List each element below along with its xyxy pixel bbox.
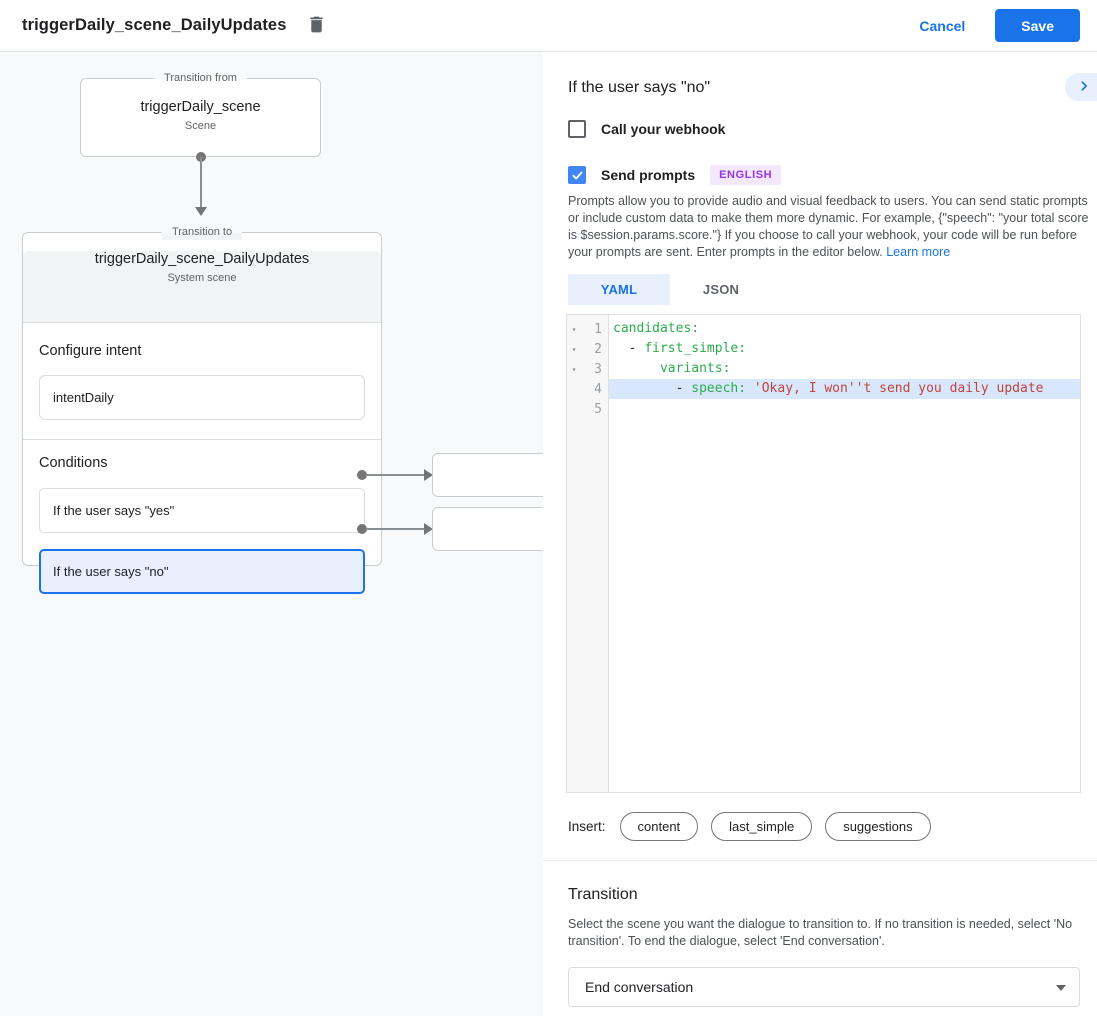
code-token-str: 'Okay, I won''t send you daily update	[753, 381, 1044, 396]
fold-toggle-icon[interactable]: ▾	[571, 364, 577, 374]
transition-to-title: triggerDaily_scene_DailyUpdates	[94, 251, 310, 267]
section-divider	[543, 860, 1097, 861]
condition-no-connector-line	[366, 528, 424, 530]
page-title: triggerDaily_scene_DailyUpdates	[22, 16, 287, 34]
code-token-plain	[613, 361, 660, 376]
prompts-description: Prompts allow you to provide audio and v…	[568, 193, 1097, 261]
save-button[interactable]: Save	[995, 9, 1080, 42]
gutter-line: ▾1	[567, 319, 608, 339]
transition-select[interactable]: End conversation	[568, 967, 1080, 1007]
insert-chip-content[interactable]: content	[619, 812, 699, 841]
call-webhook-checkbox-row[interactable]: Call your webhook	[568, 120, 725, 138]
line-number: 1	[594, 321, 602, 337]
panel-title: If the user says "no"	[568, 79, 711, 96]
line-number: 2	[594, 341, 602, 357]
transition-from-title: triggerDaily_scene	[140, 99, 261, 115]
checkbox-unchecked-icon[interactable]	[568, 120, 586, 138]
configure-intent-label: Configure intent	[39, 343, 142, 359]
prompts-description-text: Prompts allow you to provide audio and v…	[568, 194, 1089, 259]
insert-label: Insert:	[568, 819, 606, 834]
code-line[interactable]: candidates:	[609, 319, 1080, 339]
editor-format-tabs: YAML JSON	[568, 274, 772, 305]
send-prompts-label: Send prompts	[601, 167, 696, 183]
code-line[interactable]	[609, 399, 1080, 419]
flow-connector-line	[200, 157, 202, 209]
header-actions: Cancel Save	[903, 9, 1080, 42]
transition-from-subtitle: Scene	[184, 120, 217, 132]
gutter-line: 5	[567, 399, 608, 419]
tab-json[interactable]: JSON	[702, 282, 740, 297]
line-number: 4	[594, 381, 602, 397]
call-webhook-label: Call your webhook	[601, 121, 726, 137]
code-lines[interactable]: candidates: - first_simple: variants: - …	[609, 315, 1080, 792]
transition-to-subtitle: System scene	[167, 272, 237, 284]
insert-chip-last_simple[interactable]: last_simple	[711, 812, 813, 841]
transition-select-value: End conversation	[585, 979, 694, 995]
checkbox-checked-icon[interactable]	[568, 166, 586, 184]
condition-editor-panel: If the user says "no" Call your webhook …	[543, 52, 1097, 1016]
insert-chips: content last_simple suggestions	[619, 812, 944, 841]
gutter-line: ▾2	[567, 339, 608, 359]
line-number: 3	[594, 361, 602, 377]
condition-yes-target-node[interactable]	[432, 453, 543, 497]
transition-from-node[interactable]: Transition from triggerDaily_scene Scene	[80, 71, 321, 157]
fold-toggle-icon[interactable]: ▾	[571, 324, 577, 334]
chevron-right-icon	[1074, 76, 1094, 99]
insert-row: Insert: content last_simple suggestions	[568, 812, 944, 841]
configure-intent-section: Configure intent intentDaily	[23, 323, 381, 440]
conditions-section: Conditions If the user says "yes" If the…	[23, 440, 381, 609]
dropdown-caret-icon	[1056, 985, 1066, 991]
tab-yaml[interactable]: YAML	[568, 274, 670, 305]
line-number: 5	[594, 401, 602, 417]
code-token-key: first_simple:	[644, 341, 747, 356]
gutter-line: ▾3	[567, 359, 608, 379]
flow-connector-arrowhead	[195, 207, 207, 216]
transition-to-node: Transition to triggerDaily_scene_DailyUp…	[22, 225, 382, 594]
transition-to-legend: Transition to	[161, 225, 243, 240]
learn-more-link[interactable]: Learn more	[886, 245, 951, 259]
condition-no-connector-dot	[357, 524, 367, 534]
code-token-plain	[746, 381, 754, 396]
send-prompts-checkbox-row[interactable]: Send prompts ENGLISH	[568, 165, 782, 185]
transition-from-legend: Transition from	[154, 71, 247, 86]
code-line[interactable]: - first_simple:	[609, 339, 1080, 359]
condition-no-connector-arrowhead	[424, 523, 433, 535]
code-token-key: speech:	[691, 381, 747, 396]
condition-yes-connector-line	[366, 474, 424, 476]
transition-description: Select the scene you want the dialogue t…	[568, 917, 1073, 948]
fold-toggle-icon[interactable]: ▾	[571, 344, 577, 354]
code-token-plain: -	[613, 381, 692, 396]
app-header: triggerDaily_scene_DailyUpdates Cancel S…	[0, 0, 1097, 52]
code-token-key: candidates:	[613, 321, 700, 336]
intent-item[interactable]: intentDaily	[39, 375, 365, 420]
transition-section-title: Transition	[568, 886, 638, 903]
code-token-key: variants:	[659, 361, 731, 376]
condition-yes-connector-arrowhead	[424, 469, 433, 481]
insert-chip-suggestions[interactable]: suggestions	[825, 812, 931, 841]
condition-item-no[interactable]: If the user says "no"	[39, 549, 365, 594]
scene-canvas: Transition from triggerDaily_scene Scene…	[0, 52, 543, 1016]
transition-to-header[interactable]: triggerDaily_scene_DailyUpdates System s…	[23, 251, 381, 323]
condition-item-yes[interactable]: If the user says "yes"	[39, 488, 365, 533]
condition-yes-connector-dot	[357, 470, 367, 480]
condition-no-target-node[interactable]	[432, 507, 543, 551]
cancel-button[interactable]: Cancel	[903, 10, 981, 42]
code-line[interactable]: variants:	[609, 359, 1080, 379]
gutter-line: 4	[567, 379, 608, 399]
code-line[interactable]: - speech: 'Okay, I won''t send you daily…	[609, 379, 1080, 399]
delete-button[interactable]	[302, 12, 330, 40]
conditions-label: Conditions	[39, 455, 108, 471]
code-token-plain: -	[613, 341, 645, 356]
language-badge: ENGLISH	[710, 165, 782, 185]
collapse-panel-button[interactable]	[1065, 73, 1097, 101]
trash-icon	[306, 14, 327, 38]
